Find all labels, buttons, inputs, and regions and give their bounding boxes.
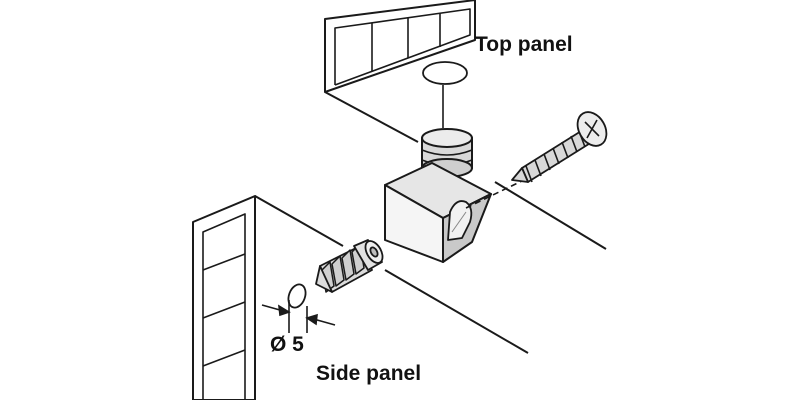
top-panel-hole <box>422 61 468 85</box>
spigot-top <box>421 128 473 148</box>
top-panel-inner-frame <box>334 8 471 86</box>
expansion-dowel <box>315 239 384 293</box>
side-panel-cell-divider <box>202 349 246 367</box>
side-panel-top-edge <box>384 269 529 354</box>
side-panel-hole <box>287 283 307 309</box>
screw-axis-line <box>465 177 529 209</box>
side-panel-cell-divider <box>202 301 246 319</box>
dowel-head-bore <box>369 246 379 258</box>
side-panel-cell-divider <box>202 253 246 271</box>
wood-screw <box>511 111 608 183</box>
side-panel-top-edge <box>254 195 344 247</box>
top-panel-underside-edge <box>324 91 419 143</box>
top-panel-underside-edge <box>494 181 607 250</box>
phillips-cross-icon <box>584 119 600 139</box>
side-panel-label: Side panel <box>316 362 421 385</box>
top-panel-label: Top panel <box>475 33 573 56</box>
dimension-arrow-icon <box>305 313 318 326</box>
spigot-rib <box>421 149 473 156</box>
connector-housing <box>384 128 492 263</box>
screw-tip <box>511 167 529 183</box>
housing-slot-shade <box>451 211 467 233</box>
dowel-tip <box>315 265 333 293</box>
side-panel-inner-frame <box>202 213 246 400</box>
dowel-ribs <box>321 243 365 293</box>
top-panel <box>324 0 607 250</box>
diameter-dimension <box>261 300 336 333</box>
screw-threads <box>525 130 586 183</box>
top-panel-front-face <box>324 0 476 93</box>
diameter-label: Ø 5 <box>270 333 304 356</box>
dimension-arrow-icon <box>278 304 291 317</box>
